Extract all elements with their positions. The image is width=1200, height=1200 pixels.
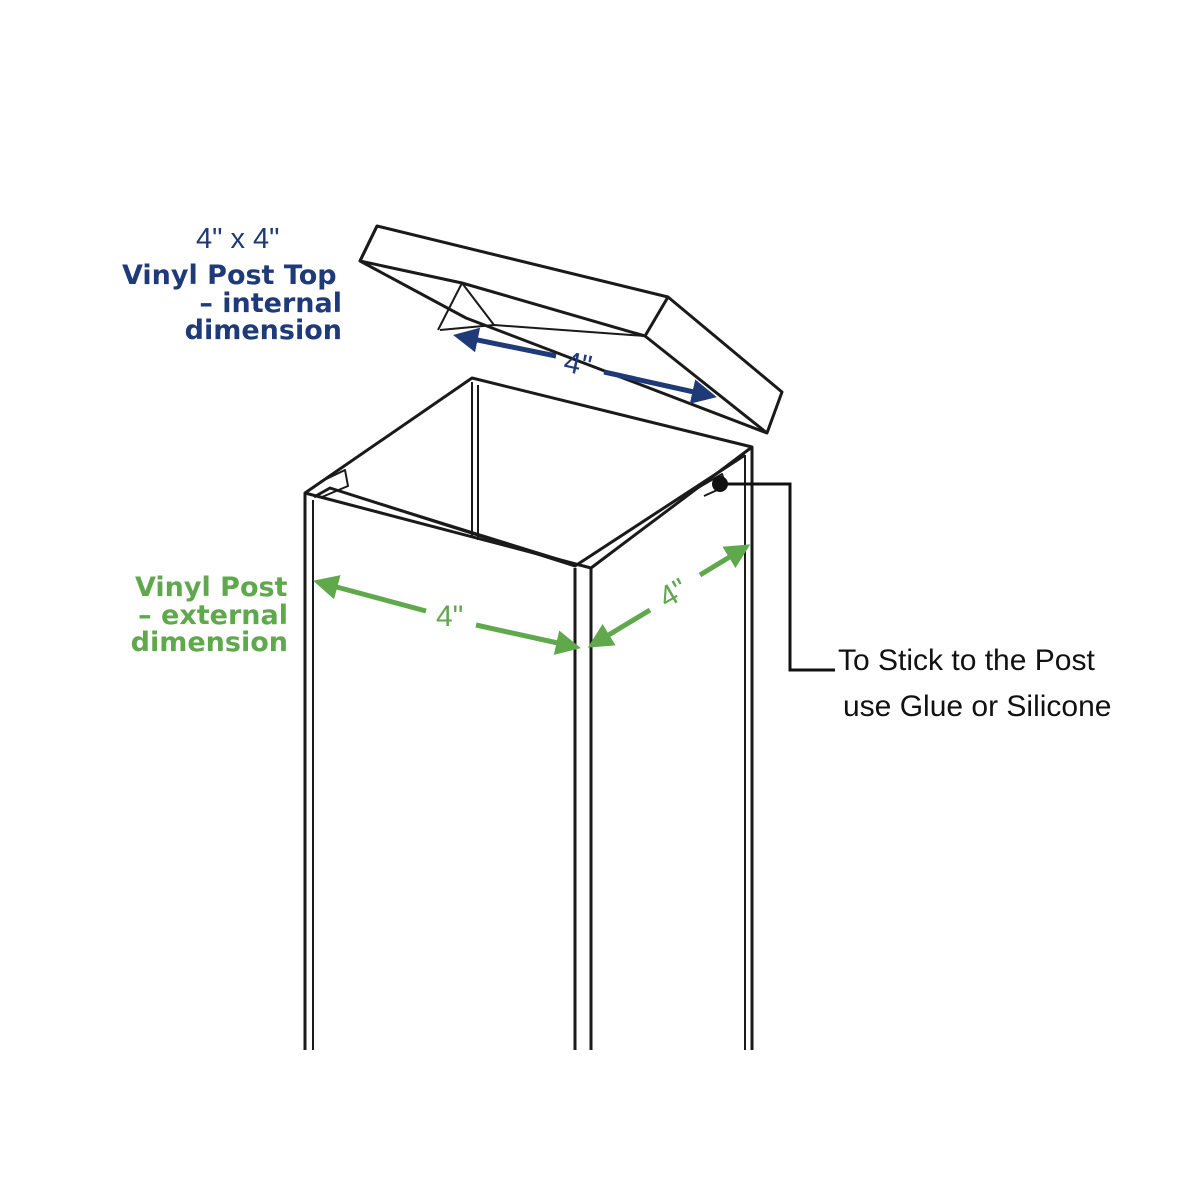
- post-top-name-line1: Vinyl Post Top: [122, 260, 337, 291]
- post-body: [303, 376, 754, 1050]
- post-name-line2: – external: [138, 600, 288, 631]
- post-top-size-label: 4" x 4": [196, 223, 280, 255]
- cap-dimension-arrow: [453, 327, 717, 404]
- post-front-width-label: 4": [436, 600, 464, 633]
- glue-note-line2: use Glue or Silicone: [843, 690, 1112, 723]
- post-name-line1: Vinyl Post: [135, 572, 288, 603]
- post-side-dimension-arrow: [587, 544, 751, 648]
- glue-note-line1: To Stick to the Post: [838, 644, 1095, 677]
- post-top-name-line3: dimension: [184, 315, 342, 346]
- glue-leader: [712, 476, 835, 672]
- post-top-name-line2: – internal: [199, 288, 342, 319]
- post-front-dimension-arrow: [313, 575, 581, 655]
- post-name-line3: dimension: [130, 627, 288, 658]
